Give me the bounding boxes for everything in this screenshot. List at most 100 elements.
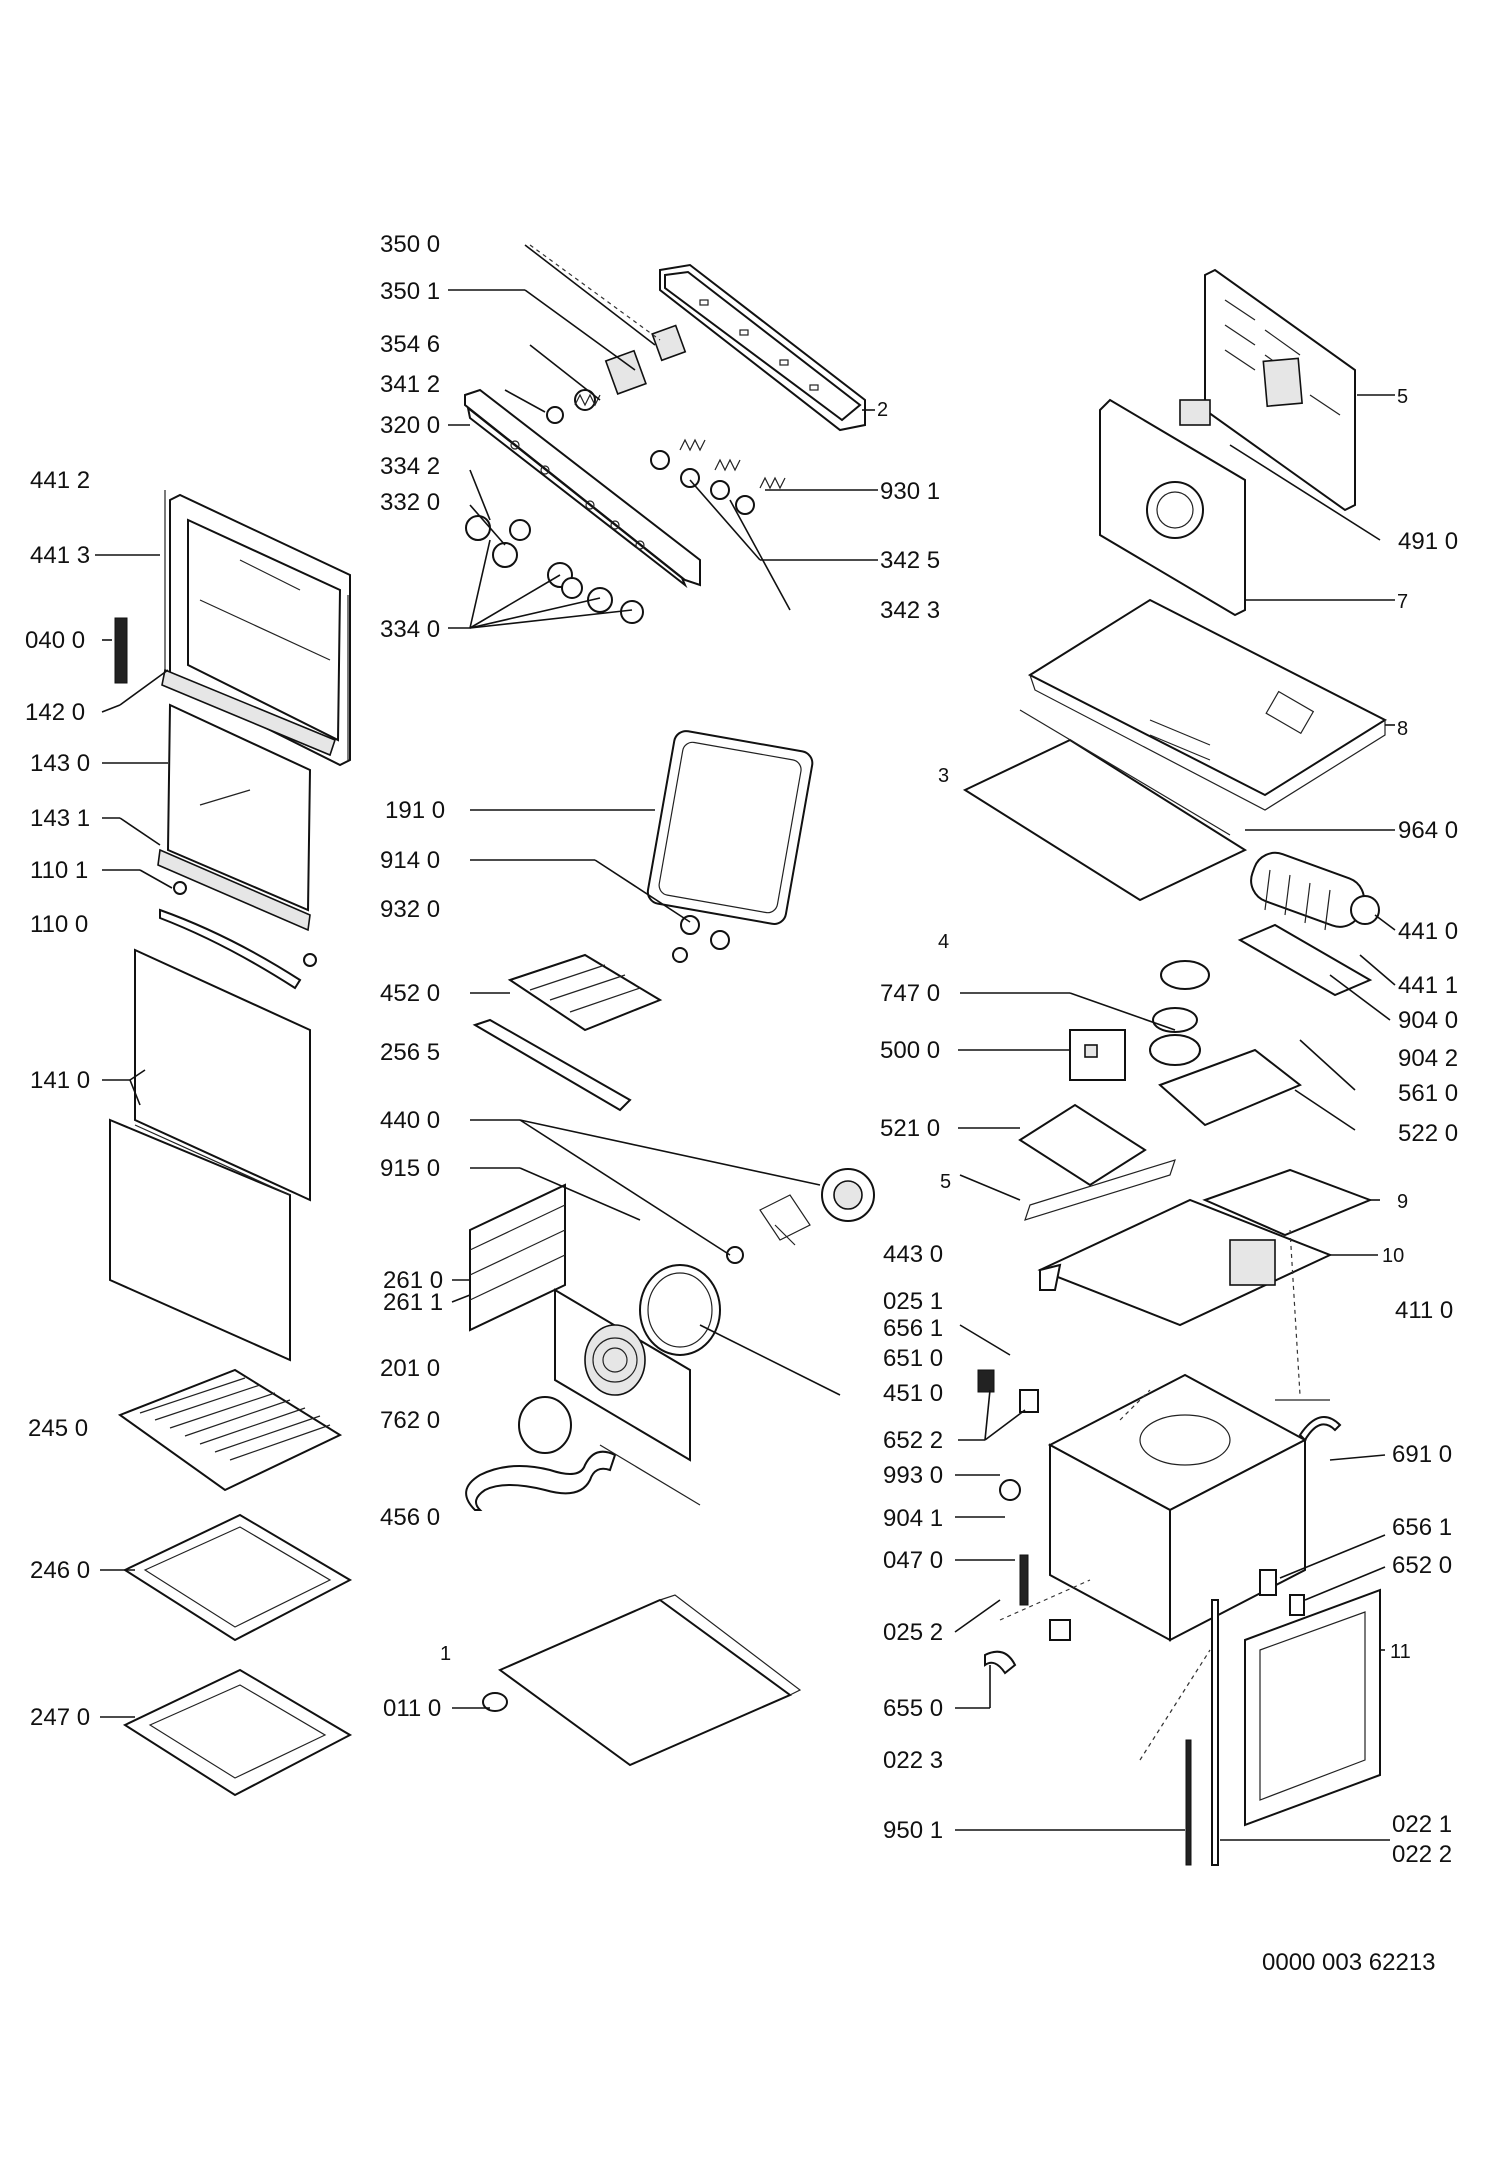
callout-993-0: 993 0 [883, 1462, 943, 1489]
group-number-5-mid: 5 [940, 1171, 951, 1193]
group-number-2: 2 [877, 399, 888, 421]
callout-904-2: 904 2 [1398, 1045, 1458, 1072]
callout-261-0: 261 0 [383, 1267, 443, 1294]
callout-047-0: 047 0 [883, 1547, 943, 1574]
callout-451-0: 451 0 [883, 1380, 943, 1407]
callout-932-0: 932 0 [380, 896, 440, 923]
callout-491-0: 491 0 [1398, 528, 1458, 555]
outer-door-part [109, 948, 311, 1362]
callout-334-0: 334 0 [380, 616, 440, 643]
callout-110-0: 110 0 [30, 911, 88, 938]
bottom-panel-part [482, 1594, 802, 1767]
side-runners-part [469, 1183, 566, 1332]
group-number-7: 7 [1397, 591, 1408, 613]
grill-frame-part [472, 915, 730, 1112]
group-number-4: 4 [938, 931, 949, 953]
callout-022-1: 022 1 [1392, 1811, 1452, 1838]
group-number-9: 9 [1397, 1191, 1408, 1213]
oven-rack-part [117, 1368, 343, 1492]
callout-247-0: 247 0 [30, 1704, 90, 1731]
callout-964-0: 964 0 [1398, 817, 1458, 844]
control-panel-top-part [604, 263, 866, 432]
callout-441-3: 441 3 [30, 542, 90, 569]
callout-656-1: 656 1 [883, 1315, 943, 1342]
callout-656-1-right: 656 1 [1392, 1514, 1452, 1541]
callout-025-1: 025 1 [883, 1288, 943, 1315]
group-numbers: 1 2 3 4 5 5 7 8 9 10 11 [440, 386, 1411, 1665]
callout-191-0: 191 0 [385, 797, 445, 824]
trim-strips-part [999, 1479, 1219, 1866]
callout-930-1: 930 1 [880, 478, 940, 505]
callout-143-0: 143 0 [30, 750, 90, 777]
callout-441-1: 441 1 [1398, 972, 1458, 999]
callout-341-2: 341 2 [380, 371, 440, 398]
callout-441-2: 441 2 [30, 467, 90, 494]
back-wall-part [1099, 398, 1246, 617]
callout-025-2: 025 2 [883, 1619, 943, 1646]
callout-651-0: 651 0 [883, 1345, 943, 1372]
insulation-part [962, 709, 1248, 902]
callout-332-0: 332 0 [380, 489, 440, 516]
group-number-1: 1 [440, 1643, 451, 1665]
hinge-parts [977, 1369, 1305, 1675]
callout-110-1: 110 1 [30, 857, 88, 884]
callout-440-0: 440 0 [380, 1107, 440, 1134]
callout-labels: 350 0 350 1 354 6 341 2 320 0 334 2 332 … [25, 231, 1458, 1868]
front-frame-part [1244, 1588, 1381, 1827]
group-number-3: 3 [938, 765, 949, 787]
side-panel-part [1024, 1159, 1373, 1327]
oven-cavity-part [1047, 1239, 1342, 1642]
callout-022-2: 022 2 [1392, 1841, 1452, 1868]
group-number-10: 10 [1382, 1245, 1404, 1267]
callout-245-0: 245 0 [28, 1415, 88, 1442]
callout-040-0: 040 0 [25, 627, 85, 654]
callout-350-0: 350 0 [380, 231, 440, 258]
callout-652-2: 652 2 [883, 1427, 943, 1454]
callout-256-5: 256 5 [380, 1039, 440, 1066]
callout-342-5: 342 5 [880, 547, 940, 574]
callout-141-0: 141 0 [30, 1067, 90, 1094]
callout-342-3: 342 3 [880, 597, 940, 624]
springs-part [574, 393, 786, 515]
top-cover-part [1027, 598, 1388, 811]
callout-320-0: 320 0 [380, 412, 440, 439]
callout-904-1: 904 1 [883, 1505, 943, 1532]
callout-561-0: 561 0 [1398, 1080, 1458, 1107]
callout-904-0: 904 0 [1398, 1007, 1458, 1034]
callout-500-0: 500 0 [880, 1037, 940, 1064]
drawing-reference-number: 0000 003 62213 [1262, 1949, 1436, 1976]
callout-022-3: 022 3 [883, 1747, 943, 1774]
control-electronics-part [1018, 960, 1302, 1187]
drip-pan-part [122, 1668, 353, 1797]
callout-762-0: 762 0 [380, 1407, 440, 1434]
rear-cover-plate-part [1204, 268, 1356, 512]
door-gasket-part [646, 730, 814, 925]
group-number-8: 8 [1397, 718, 1408, 740]
group-number-5-top: 5 [1397, 386, 1408, 408]
heating-element-part [465, 1444, 701, 1511]
callout-201-0: 201 0 [380, 1355, 440, 1382]
callout-246-0: 246 0 [30, 1557, 90, 1584]
callout-655-0: 655 0 [883, 1695, 943, 1722]
inner-glass-part [157, 703, 317, 990]
back-panel-part [518, 1288, 691, 1462]
callout-441-0: 441 0 [1398, 918, 1458, 945]
door-frame-part [114, 490, 351, 767]
callout-652-0: 652 0 [1392, 1552, 1452, 1579]
callout-521-0: 521 0 [880, 1115, 940, 1142]
callout-456-0: 456 0 [380, 1504, 440, 1531]
tangential-fan-part [1237, 851, 1380, 997]
callout-915-0: 915 0 [380, 1155, 440, 1182]
control-panel-front-part [464, 388, 701, 589]
leader-lines [95, 244, 1396, 1841]
callout-142-0: 142 0 [25, 699, 85, 726]
callout-950-1: 950 1 [883, 1817, 943, 1844]
callout-914-0: 914 0 [380, 847, 440, 874]
callout-452-0: 452 0 [380, 980, 440, 1007]
callout-334-2: 334 2 [380, 453, 440, 480]
callout-350-1: 350 1 [380, 278, 440, 305]
group-number-11: 11 [1390, 1641, 1411, 1663]
baking-tray-part [122, 1513, 353, 1642]
callout-011-0: 011 0 [383, 1695, 441, 1722]
